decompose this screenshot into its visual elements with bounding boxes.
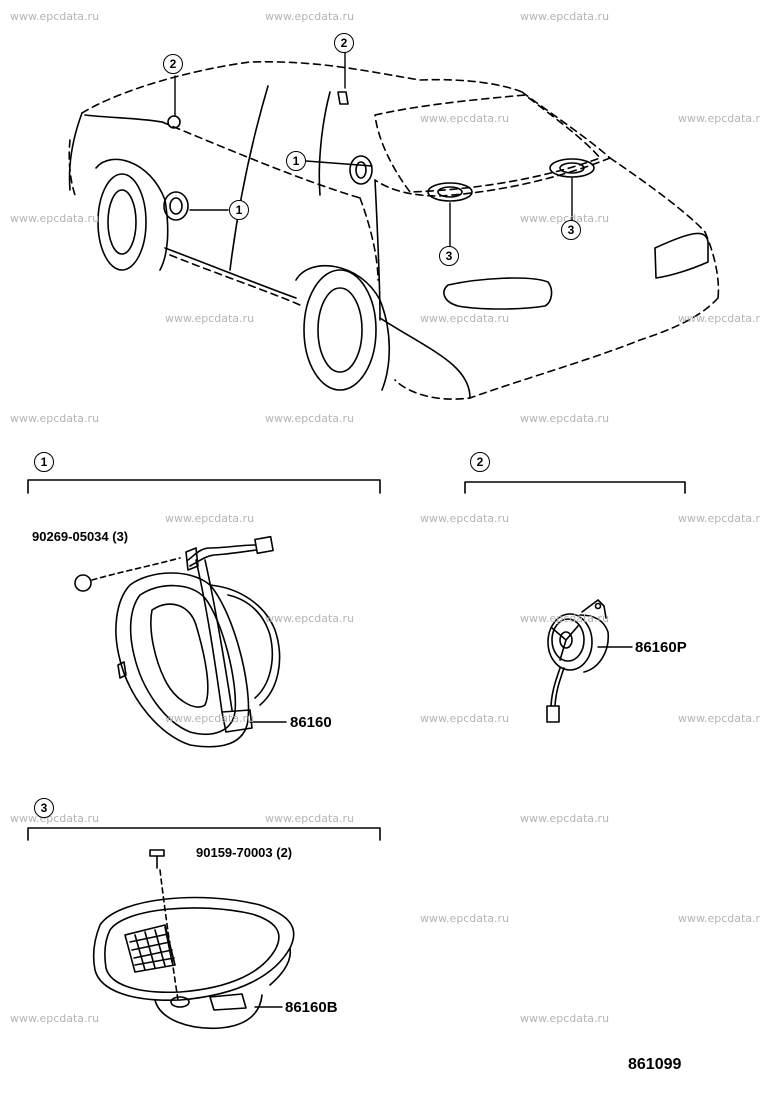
watermark: www.epcdata.ru (678, 912, 760, 925)
watermark: www.epcdata.ru (420, 912, 510, 925)
watermark: www.epcdata.ru (678, 512, 760, 525)
car-callout-1-front[interactable]: 1 (229, 200, 249, 220)
watermark: www.epcdata.ru (420, 712, 510, 725)
front-door-speaker-drawing (74, 535, 281, 748)
tweeter-drawing (546, 599, 609, 723)
watermark: www.epcdata.ru (265, 10, 355, 23)
section-3-bracket (27, 827, 381, 841)
rear-speaker-screw-part-number[interactable]: 90159-70003 (2) (196, 845, 293, 860)
watermark: www.epcdata.ru (678, 312, 760, 325)
car-speaker-locations (163, 91, 595, 221)
watermark: www.epcdata.ru (520, 812, 610, 825)
watermark: www.epcdata.ru (520, 412, 610, 425)
watermark: www.epcdata.ru (420, 112, 510, 125)
rear-speaker-drawing (92, 849, 295, 1030)
watermark: www.epcdata.ru (165, 512, 255, 525)
diagram-code: 861099 (628, 1056, 682, 1073)
watermark: www.epcdata.ru (678, 112, 760, 125)
rear-speaker-part-number[interactable]: 86160B (285, 999, 338, 1016)
watermark: www.epcdata.ru (520, 212, 610, 225)
watermark: www.epcdata.ru (265, 412, 355, 425)
watermark: www.epcdata.ru (165, 712, 255, 725)
front-speaker-screw-part-number[interactable]: 90269-05034 (3) (32, 529, 129, 544)
watermark: www.epcdata.ru (165, 312, 255, 325)
section-2-ref: 2 (470, 452, 490, 472)
car-callout-3-left[interactable]: 3 (439, 246, 459, 266)
watermark: www.epcdata.ru (10, 10, 100, 23)
watermark: www.epcdata.ru (520, 10, 610, 23)
section-1-bracket (27, 479, 381, 494)
section-3-ref: 3 (34, 798, 54, 818)
watermark: www.epcdata.ru (520, 1012, 610, 1025)
car-callout-1-rear[interactable]: 1 (286, 151, 306, 171)
watermark: www.epcdata.ru (265, 812, 355, 825)
watermark: www.epcdata.ru (420, 312, 510, 325)
car-callout-3-right[interactable]: 3 (561, 220, 581, 240)
watermark: www.epcdata.ru (10, 812, 100, 825)
car-callout-leaders (174, 52, 573, 247)
section-2-bracket (464, 481, 686, 494)
watermark: www.epcdata.ru (520, 612, 610, 625)
section-1-ref: 1 (34, 452, 54, 472)
tweeter-part-number[interactable]: 86160P (635, 639, 687, 656)
watermark: www.epcdata.ru (10, 1012, 100, 1025)
watermark: www.epcdata.ru (678, 712, 760, 725)
watermark: www.epcdata.ru (10, 412, 100, 425)
watermark: www.epcdata.ru (420, 512, 510, 525)
car-callout-2-rear[interactable]: 2 (334, 33, 354, 53)
front-speaker-part-number[interactable]: 86160 (290, 714, 332, 731)
car-callout-2-front[interactable]: 2 (163, 54, 183, 74)
car-illustration (68, 60, 720, 400)
watermark: www.epcdata.ru (10, 212, 100, 225)
watermark: www.epcdata.ru (265, 612, 355, 625)
